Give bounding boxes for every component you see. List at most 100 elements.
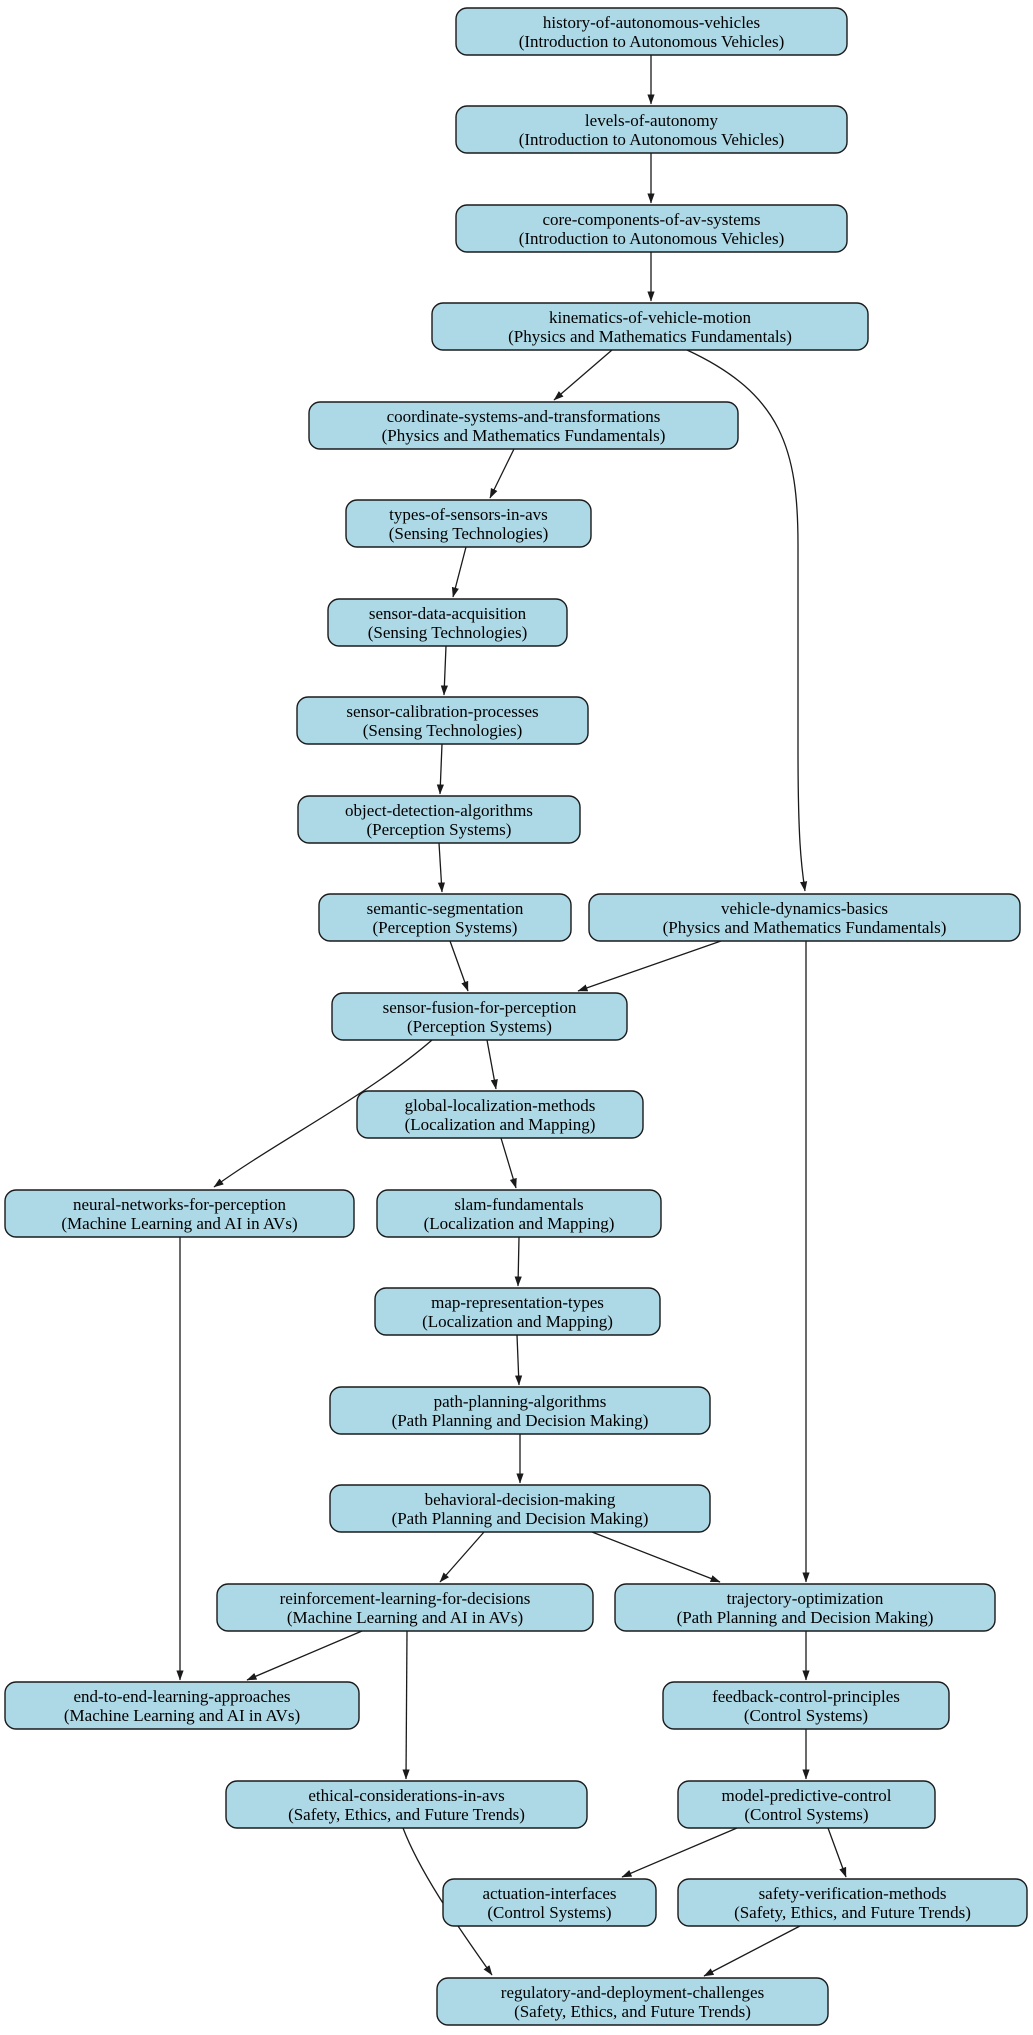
node-title: map-representation-types [431, 1293, 604, 1312]
node-box [455, 204, 848, 253]
node-title: history-of-autonomous-vehicles [543, 13, 760, 32]
node-box [455, 7, 848, 56]
node-title: behavioral-decision-making [425, 1490, 616, 1509]
node-title: sensor-calibration-processes [346, 702, 538, 721]
graph-node-path-planning-algorithms: path-planning-algorithms(Path Planning a… [329, 1386, 711, 1435]
edge-model-predictive-control--actuation-interfaces [621, 1827, 738, 1878]
edge-semantic-segmentation--sensor-fusion-for-perception [449, 940, 469, 992]
node-course: (Safety, Ethics, and Future Trends) [288, 1805, 525, 1824]
node-box [327, 598, 568, 647]
node-box [442, 1878, 657, 1927]
graph-node-sensor-calibration-processes: sensor-calibration-processes(Sensing Tec… [296, 696, 589, 745]
graph-node-global-localization-methods: global-localization-methods(Localization… [356, 1090, 644, 1139]
graph-node-actuation-interfaces: actuation-interfaces(Control Systems) [442, 1878, 657, 1927]
node-title: actuation-interfaces [482, 1884, 616, 1903]
edge-map-representation-types--path-planning-algorithms [515, 1334, 523, 1386]
graph-node-end-to-end-learning-approaches: end-to-end-learning-approaches(Machine L… [4, 1681, 360, 1730]
node-course: (Sensing Technologies) [368, 623, 528, 642]
graph-node-vehicle-dynamics-basics: vehicle-dynamics-basics(Physics and Math… [588, 893, 1021, 942]
node-course: (Localization and Mapping) [424, 1214, 615, 1233]
node-course: (Perception Systems) [407, 1017, 552, 1036]
graph-node-trajectory-optimization: trajectory-optimization(Path Planning an… [614, 1583, 996, 1632]
node-layer: history-of-autonomous-vehicles(Introduct… [4, 7, 1028, 2026]
graph-node-model-predictive-control: model-predictive-control(Control Systems… [677, 1780, 936, 1829]
edge-object-detection-algorithms--semantic-segmentation [437, 842, 446, 893]
edge-sensor-fusion-for-perception--global-localization-methods [486, 1039, 498, 1090]
edge-behavioral-decision-making--trajectory-optimization [591, 1531, 721, 1583]
node-course: (Path Planning and Decision Making) [392, 1411, 649, 1430]
node-title: reinforcement-learning-for-decisions [280, 1589, 531, 1608]
edge-model-predictive-control--safety-verification-methods [827, 1827, 847, 1878]
graph-node-slam-fundamentals: slam-fundamentals(Localization and Mappi… [376, 1189, 662, 1238]
edge-safety-verification-methods--regulatory-and-deployment-challenges [703, 1925, 801, 1977]
edge-vehicle-dynamics-basics--sensor-fusion-for-perception [577, 940, 722, 992]
node-box [329, 1386, 711, 1435]
node-course: (Sensing Technologies) [363, 721, 523, 740]
node-course: (Localization and Mapping) [405, 1115, 596, 1134]
node-course: (Safety, Ethics, and Future Trends) [514, 2002, 751, 2021]
node-title: ethical-considerations-in-avs [308, 1786, 504, 1805]
node-box [455, 105, 848, 154]
graph-node-behavioral-decision-making: behavioral-decision-making(Path Planning… [329, 1484, 711, 1533]
node-title: coordinate-systems-and-transformations [387, 407, 661, 426]
edge-sensor-fusion-for-perception--neural-networks-for-perception [213, 1039, 433, 1188]
node-course: (Physics and Mathematics Fundamentals) [382, 426, 666, 445]
node-box [297, 795, 581, 844]
node-title: path-planning-algorithms [434, 1392, 607, 1411]
node-course: (Machine Learning and AI in AVs) [61, 1214, 297, 1233]
node-title: trajectory-optimization [727, 1589, 884, 1608]
graph-node-neural-networks-for-perception: neural-networks-for-perception(Machine L… [4, 1189, 355, 1238]
node-title: sensor-data-acquisition [369, 604, 527, 623]
node-title: kinematics-of-vehicle-motion [549, 308, 752, 327]
edge-kinematics-of-vehicle-motion--coordinate-systems-and-transformations [553, 349, 613, 401]
node-course: (Machine Learning and AI in AVs) [287, 1608, 523, 1627]
edge-kinematics-of-vehicle-motion--vehicle-dynamics-basics [686, 349, 808, 892]
node-course: (Control Systems) [744, 1706, 868, 1725]
node-box [376, 1189, 662, 1238]
node-box [374, 1287, 661, 1336]
node-box [614, 1583, 996, 1632]
graph-node-types-of-sensors-in-avs: types-of-sensors-in-avs(Sensing Technolo… [345, 499, 592, 548]
node-course: (Machine Learning and AI in AVs) [64, 1706, 300, 1725]
node-title: object-detection-algorithms [345, 801, 533, 820]
node-title: core-components-of-av-systems [542, 210, 760, 229]
node-box [677, 1878, 1028, 1927]
node-title: end-to-end-learning-approaches [73, 1687, 290, 1706]
edge-reinforcement-learning-for-decisions--ethical-considerations-in-avs [402, 1630, 410, 1780]
graph-node-coordinate-systems-and-transformations: coordinate-systems-and-transformations(P… [308, 401, 739, 450]
graph-node-feedback-control-principles: feedback-control-principles(Control Syst… [662, 1681, 950, 1730]
node-title: vehicle-dynamics-basics [721, 899, 888, 918]
node-course: (Introduction to Autonomous Vehicles) [519, 32, 785, 51]
graph-node-regulatory-and-deployment-challenges: regulatory-and-deployment-challenges(Saf… [436, 1977, 829, 2026]
edge-sensor-data-acquisition--sensor-calibration-processes [440, 645, 448, 696]
node-box [431, 302, 869, 351]
edge-behavioral-decision-making--reinforcement-learning-for-decisions [439, 1531, 485, 1583]
node-title: feedback-control-principles [712, 1687, 900, 1706]
node-course: (Safety, Ethics, and Future Trends) [734, 1903, 971, 1922]
graph-node-sensor-data-acquisition: sensor-data-acquisition(Sensing Technolo… [327, 598, 568, 647]
node-box [308, 401, 739, 450]
node-box [677, 1780, 936, 1829]
graph-node-map-representation-types: map-representation-types(Localization an… [374, 1287, 661, 1336]
node-box [662, 1681, 950, 1730]
edge-types-of-sensors-in-avs--sensor-data-acquisition [451, 546, 467, 598]
edge-coordinate-systems-and-transformations--types-of-sensors-in-avs [489, 448, 515, 499]
edge-global-localization-methods--slam-fundamentals [500, 1137, 517, 1189]
node-box [329, 1484, 711, 1533]
node-course: (Path Planning and Decision Making) [392, 1509, 649, 1528]
node-course: (Physics and Mathematics Fundamentals) [508, 327, 792, 346]
graph-node-sensor-fusion-for-perception: sensor-fusion-for-perception(Perception … [331, 992, 628, 1041]
node-box [588, 893, 1021, 942]
node-title: types-of-sensors-in-avs [389, 505, 548, 524]
graph-node-levels-of-autonomy: levels-of-autonomy(Introduction to Auton… [455, 105, 848, 154]
graph-node-safety-verification-methods: safety-verification-methods(Safety, Ethi… [677, 1878, 1028, 1927]
graph-node-reinforcement-learning-for-decisions: reinforcement-learning-for-decisions(Mac… [216, 1583, 594, 1632]
node-course: (Control Systems) [744, 1805, 868, 1824]
graph-node-semantic-segmentation: semantic-segmentation(Perception Systems… [318, 893, 572, 942]
node-title: slam-fundamentals [454, 1195, 583, 1214]
node-box [225, 1780, 588, 1829]
edge-ethical-considerations-in-avs--regulatory-and-deployment-challenges [402, 1827, 493, 1976]
node-course: (Perception Systems) [367, 820, 512, 839]
node-course: (Localization and Mapping) [422, 1312, 613, 1331]
